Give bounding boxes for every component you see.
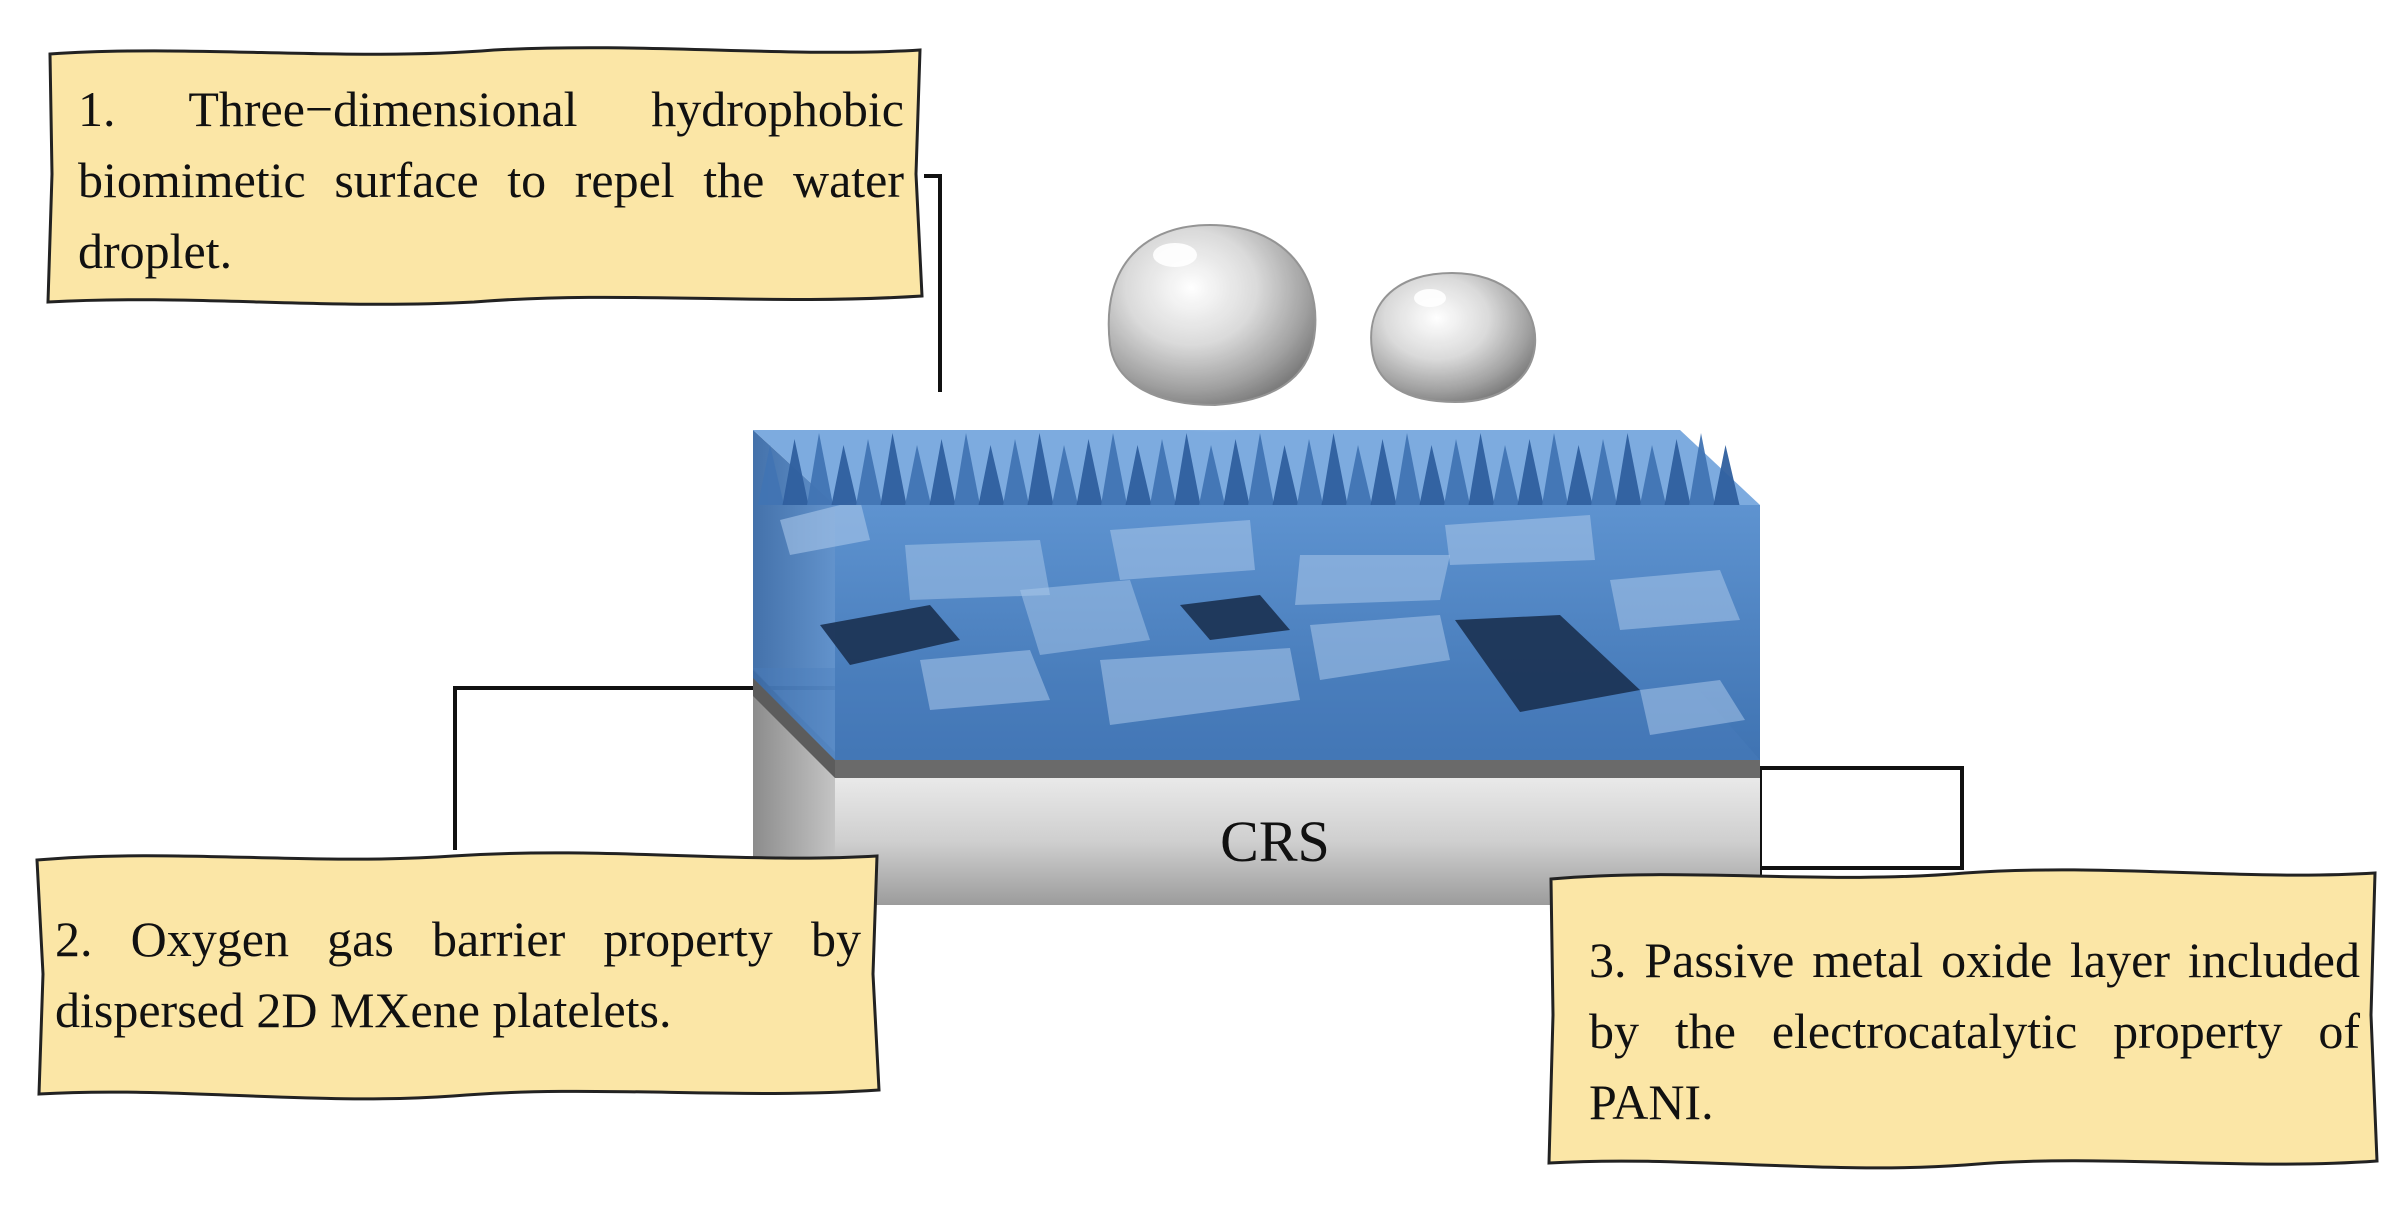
- water-droplet-large: [1107, 223, 1317, 407]
- spike: [1052, 445, 1078, 505]
- hydrophobic-spikes: [758, 433, 1740, 505]
- crs-substrate: [753, 670, 1760, 905]
- mxene-platelet: [1445, 515, 1595, 565]
- mxene-platelet: [780, 500, 870, 555]
- water-droplet-small: [1370, 271, 1537, 404]
- spike: [1713, 445, 1740, 505]
- spike: [1370, 439, 1397, 505]
- spike: [1223, 439, 1250, 505]
- spike: [1493, 445, 1519, 505]
- spike: [1101, 433, 1127, 505]
- spike: [954, 433, 980, 505]
- spike: [1199, 445, 1225, 505]
- spike: [1346, 445, 1372, 505]
- mxene-platelet: [1100, 648, 1300, 725]
- mxene-platelet: [905, 540, 1050, 600]
- water-droplets: [1107, 223, 1537, 432]
- mxene-platelets: [780, 500, 1745, 735]
- spike: [758, 445, 784, 505]
- spike: [905, 445, 931, 505]
- crs-label: CRS: [1220, 809, 1330, 874]
- leader-line-3b: [1755, 766, 1964, 870]
- spike: [1615, 433, 1642, 505]
- spike: [1640, 445, 1666, 505]
- spike: [1468, 433, 1495, 505]
- mxene-platelet: [1020, 580, 1150, 655]
- mxene-platelet: [820, 605, 960, 665]
- spike: [1027, 433, 1054, 505]
- spike: [1003, 439, 1029, 505]
- mxene-platelet: [1295, 555, 1450, 605]
- spike: [1542, 433, 1568, 505]
- spike: [880, 433, 907, 505]
- callout-paper-shape: [46, 46, 924, 306]
- callout-oxygen-barrier: 2. Oxygen gas barrier property by disper…: [33, 850, 881, 1101]
- spike: [1395, 433, 1421, 505]
- spike: [831, 445, 858, 505]
- oxide-layer: [835, 760, 1760, 778]
- mxene-platelet: [1640, 680, 1745, 735]
- spike: [1517, 439, 1544, 505]
- spike: [1444, 439, 1470, 505]
- spike: [1076, 439, 1103, 505]
- callout-paper-shape: [1547, 868, 2379, 1170]
- leader-line-1: [924, 174, 942, 392]
- spike: [978, 445, 1005, 505]
- spike: [1419, 445, 1446, 505]
- spike: [1174, 433, 1201, 505]
- spike: [1689, 433, 1715, 505]
- spike: [1321, 433, 1348, 505]
- spike: [1125, 445, 1152, 505]
- mxene-platelet: [1110, 520, 1255, 580]
- spike: [1248, 433, 1274, 505]
- spike: [1664, 439, 1691, 505]
- spike: [1272, 445, 1299, 505]
- mxene-platelet: [1180, 595, 1290, 640]
- spike: [856, 439, 882, 505]
- spike: [1150, 439, 1176, 505]
- spike: [782, 439, 809, 505]
- spike: [807, 433, 833, 505]
- mxene-platelet: [1610, 570, 1740, 630]
- callout-paper-shape: [35, 851, 881, 1101]
- spike: [1566, 445, 1593, 505]
- callout-hydrophobic-surface: 1. Three−dimensional hydrophobic biomime…: [44, 44, 924, 306]
- callout-1-text: 1. Three−dimensional hydrophobic biomime…: [78, 81, 904, 279]
- mxene-platelet: [1310, 615, 1450, 680]
- spike: [929, 439, 956, 505]
- callout-2-text: 2. Oxygen gas barrier property by disper…: [55, 911, 861, 1038]
- mxene-platelet: [920, 650, 1050, 710]
- callout-passive-oxide: 3. Passive metal oxide layer included by…: [1545, 865, 2380, 1170]
- callout-3-text: 3. Passive metal oxide layer included by…: [1589, 932, 2360, 1130]
- mxene-platelet: [1455, 615, 1640, 712]
- spike: [1591, 439, 1617, 505]
- spike: [1297, 439, 1323, 505]
